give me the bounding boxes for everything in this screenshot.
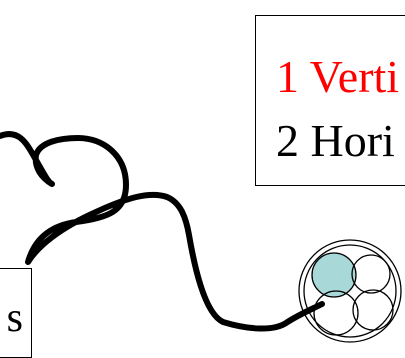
diagram-canvas: 1 Verti 2 Hori s: [0, 0, 405, 347]
partial-label-box: s: [0, 268, 32, 358]
cell-bottom-left: [314, 291, 358, 335]
legend-box: 1 Verti 2 Hori: [255, 15, 405, 186]
cell-top-right: [352, 255, 390, 293]
legend-item-1: 1 Verti: [276, 54, 399, 100]
highlighted-cell: [312, 253, 356, 297]
partial-label-text: s: [7, 297, 23, 339]
cell-bottom-right: [353, 290, 393, 330]
legend-item-2: 2 Hori: [276, 118, 395, 164]
cell-cluster: [299, 240, 401, 342]
